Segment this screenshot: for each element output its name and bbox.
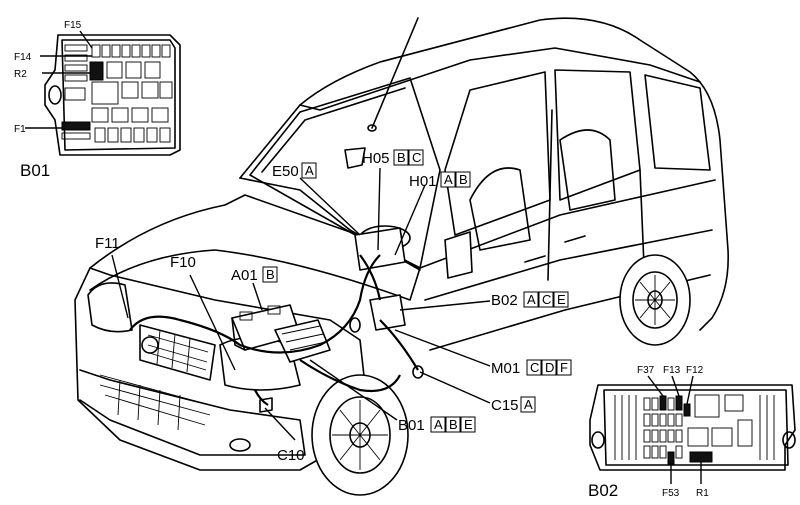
label-c15: C15 <box>491 397 519 414</box>
label-b02-connector: B02 <box>491 292 518 309</box>
variant-m01-f: F <box>560 360 568 375</box>
variant-b02-e: E <box>557 292 566 307</box>
label-f11: F11 <box>95 235 120 252</box>
van-illustration <box>74 17 729 496</box>
variant-h05-c: C <box>412 150 421 165</box>
fuse-f37-marker <box>659 395 667 411</box>
label-b01-connector: B01 <box>398 417 425 434</box>
label-f37: F37 <box>637 365 655 376</box>
variant-b02-a: A <box>527 292 536 307</box>
label-f10: F10 <box>170 254 196 271</box>
variant-boxes-m01: C D F <box>526 359 572 376</box>
relay-r2-marker <box>89 61 104 81</box>
variant-a01-b: B <box>266 267 275 282</box>
variant-boxes-b02: A C E <box>523 291 569 308</box>
label-h01: H01 <box>409 173 437 190</box>
fuse-f1-marker <box>61 121 91 131</box>
label-e50: E50 <box>272 163 299 180</box>
label-r1: R1 <box>696 488 709 499</box>
label-f53: F53 <box>662 488 680 499</box>
callout-leaders <box>111 167 491 441</box>
variant-b01-b: B <box>449 417 458 432</box>
variant-b01-a: A <box>434 417 443 432</box>
label-f14: F14 <box>14 52 32 63</box>
fuse-f13-marker <box>675 395 683 411</box>
variant-c15-a: A <box>524 397 533 412</box>
label-r2: R2 <box>14 69 27 80</box>
variant-b02-c: C <box>542 292 551 307</box>
variant-boxes-b01: A B E <box>430 416 476 433</box>
fusebox-b01 <box>25 30 181 156</box>
variant-b01-e: E <box>464 417 473 432</box>
variant-boxes-a01: B <box>262 266 278 283</box>
variant-h05-b: B <box>397 150 406 165</box>
variant-h01-a: A <box>444 172 453 187</box>
variant-h01-b: B <box>459 172 468 187</box>
label-f12: F12 <box>686 365 704 376</box>
label-b01-fusebox: B01 <box>20 161 50 180</box>
label-f13: F13 <box>663 365 681 376</box>
label-f15: F15 <box>64 20 82 31</box>
fuse-f53-marker <box>667 451 675 465</box>
variant-boxes-h05: B C <box>393 149 424 166</box>
variant-m01-c: C <box>530 360 539 375</box>
variant-m01-d: D <box>545 360 554 375</box>
variant-boxes-h01: A B <box>440 171 471 188</box>
fuse-f12-marker <box>683 403 691 417</box>
relay-r1-marker <box>689 451 713 463</box>
variant-boxes-c15: A <box>520 396 536 413</box>
label-h05: H05 <box>362 150 390 167</box>
variant-boxes-e50: A <box>301 162 317 179</box>
label-b02-fusebox: B02 <box>588 481 618 500</box>
label-a01: A01 <box>231 267 258 284</box>
fusebox-b02 <box>589 375 796 484</box>
label-m01: M01 <box>491 360 520 377</box>
label-f1: F1 <box>14 124 26 135</box>
label-c10: C10 <box>277 447 305 464</box>
variant-e50-a: A <box>305 163 314 178</box>
